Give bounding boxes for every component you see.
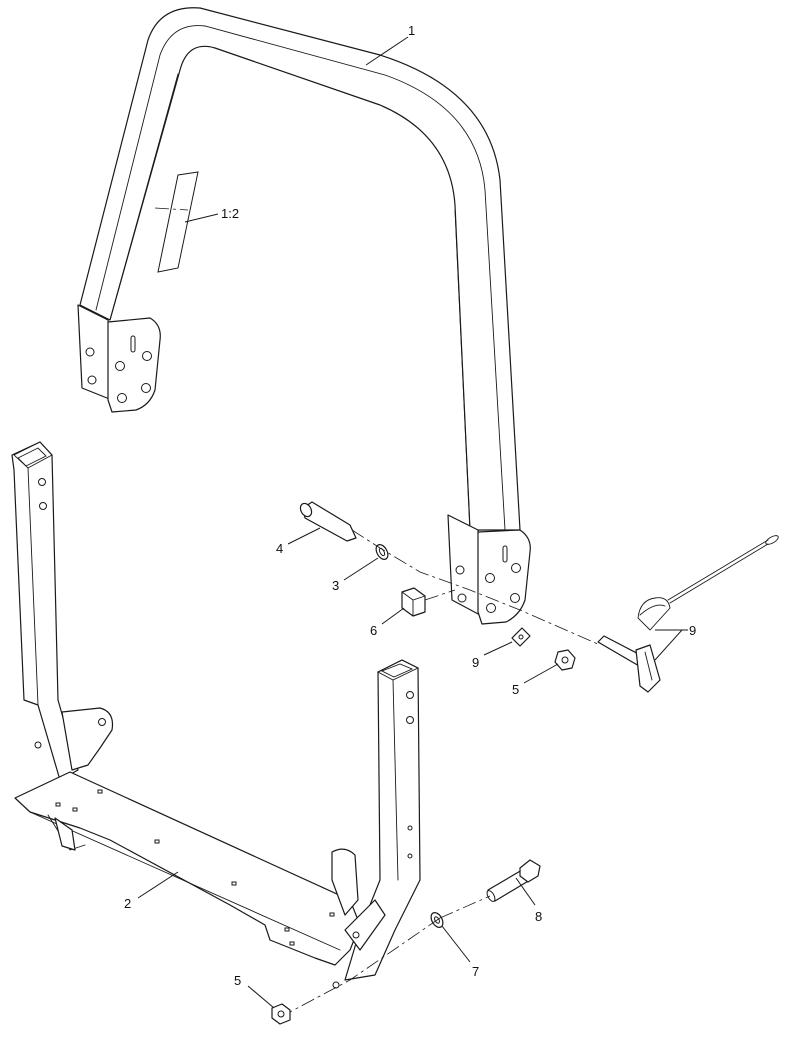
- callout-5-upper: 5: [512, 682, 519, 697]
- roll-bar: [77, 7, 531, 625]
- bolt-8: [486, 859, 541, 902]
- washer-3: [375, 544, 389, 560]
- callout-9-washer: 9: [472, 655, 479, 670]
- callout-4: 4: [276, 541, 283, 556]
- callout-7: 7: [472, 964, 479, 979]
- callout-1-2: 1:2: [221, 206, 239, 221]
- callout-1: 1: [408, 23, 415, 38]
- callout-9-pin: 9: [689, 623, 696, 638]
- mount-frame: [11, 441, 421, 989]
- flat-washer-9: [511, 627, 531, 647]
- callout-8: 8: [535, 909, 542, 924]
- lynch-pin: [597, 535, 779, 693]
- spacer-block: [401, 587, 426, 617]
- assembly-axes: [154, 207, 601, 1013]
- callout-5-lower: 5: [234, 973, 241, 988]
- callout-2: 2: [124, 896, 131, 911]
- nut-lower: [271, 1003, 291, 1025]
- nut-upper: [554, 649, 576, 671]
- leader-lines: [137, 36, 688, 1009]
- callout-6: 6: [370, 623, 377, 638]
- callout-labels: 1 1:2 4 3 6 9 5 9 2 8 7 5: [124, 23, 696, 988]
- clevis-pin: [299, 501, 357, 542]
- callout-3: 3: [332, 578, 339, 593]
